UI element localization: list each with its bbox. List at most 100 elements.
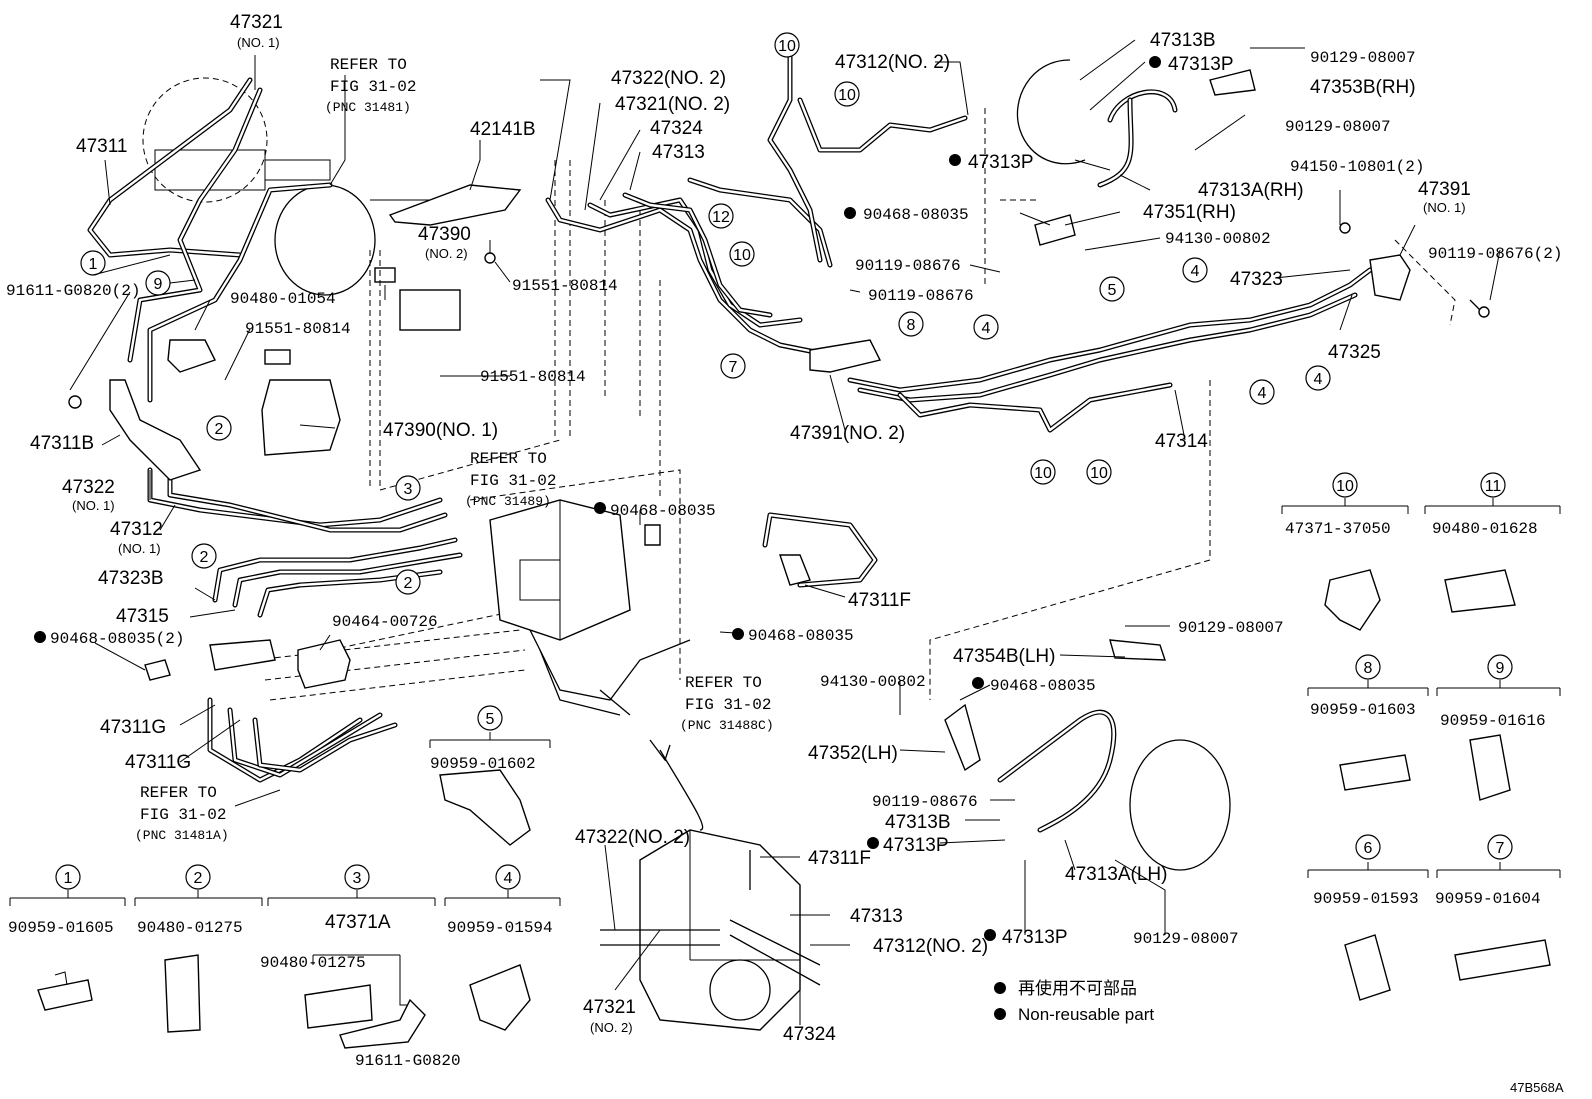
clamp-90480-01054 xyxy=(167,339,216,373)
abs-actuator-center xyxy=(489,499,691,716)
key5-part: 90959-01602 xyxy=(430,755,536,773)
label-47311: 47311 xyxy=(76,136,127,157)
ref4-line1: REFER TO xyxy=(685,674,762,692)
callout-2c: 2 xyxy=(395,569,421,595)
label-47323b: 47323B xyxy=(98,568,164,589)
callout-10d: 10 xyxy=(1030,459,1056,485)
label-47312-no2-bottom: 47312(NO. 2) xyxy=(873,936,988,957)
key11-part: 90480-01628 xyxy=(1432,520,1538,538)
svg-text:10: 10 xyxy=(838,87,856,104)
svg-text:2: 2 xyxy=(194,870,203,887)
key10-part: 47371-37050 xyxy=(1285,520,1391,538)
label-47313a-rh: 47313A(RH) xyxy=(1198,180,1304,201)
label-47313a-lh: 47313A(LH) xyxy=(1065,864,1167,885)
callout-4d: 4 xyxy=(1305,365,1331,391)
label-47321-no1-sub: (NO. 1) xyxy=(237,35,280,50)
right-pipe-run xyxy=(847,267,1373,433)
callout-8: 8 xyxy=(898,311,924,337)
svg-text:12: 12 xyxy=(712,209,730,226)
callout-10a: 10 xyxy=(774,32,800,58)
callout-4c: 4 xyxy=(1249,379,1275,405)
label-47322-no2-top: 47322(NO. 2) xyxy=(611,68,726,89)
label-47391-no1: 47391 xyxy=(1418,179,1471,200)
svg-text:5: 5 xyxy=(1108,282,1117,299)
leader-lines xyxy=(69,39,1501,1025)
svg-text:7: 7 xyxy=(729,359,738,376)
svg-text:3: 3 xyxy=(353,870,362,887)
key2-part: 90480-01275 xyxy=(137,919,243,937)
svg-text:10: 10 xyxy=(1034,465,1052,482)
legend-jp: 再使用不可部品 xyxy=(1018,978,1137,998)
label-94150-10801-2: 94150-10801(2) xyxy=(1290,158,1424,176)
label-90129-08007-b: 90129-08007 xyxy=(1285,118,1391,136)
callout-9: 9 xyxy=(145,270,171,296)
label-47313p-rh-a: 47313P xyxy=(1168,54,1234,75)
switch-47390-no2 xyxy=(374,267,461,331)
bracket-47311b xyxy=(68,379,202,481)
label-47311f-mid: 47311F xyxy=(848,590,911,611)
label-47321-no1: 47321 xyxy=(230,12,283,33)
callout-10b: 10 xyxy=(834,81,860,107)
switch-47390-no1 xyxy=(261,349,341,456)
svg-text:10: 10 xyxy=(1090,465,1108,482)
label-47313p-lh-a: 47313P xyxy=(883,835,949,856)
svg-text:10: 10 xyxy=(733,247,751,264)
callout-12: 12 xyxy=(708,203,734,229)
label-47313-top: 47313 xyxy=(652,142,705,163)
label-47391-no1-sub: (NO. 1) xyxy=(1423,200,1466,215)
key1-part: 90959-01605 xyxy=(8,919,114,937)
diagram-code: 47B568A xyxy=(1510,1080,1564,1095)
svg-text:5: 5 xyxy=(486,711,495,728)
label-47321-no2-top: 47321(NO. 2) xyxy=(615,94,730,115)
ref1-line2: FIG 31-02 xyxy=(330,78,416,96)
svg-text:10: 10 xyxy=(1336,478,1354,495)
part-labels: 47321 (NO. 1) 47311 91611-G0820(2) 90480… xyxy=(6,12,1562,1045)
label-47391-no2: 47391(NO. 2) xyxy=(790,423,905,444)
label-47324-top: 47324 xyxy=(650,118,703,139)
ref4-line3: (PNC 31488C) xyxy=(680,718,774,733)
bracket-47391-no2 xyxy=(809,339,882,373)
svg-text:4: 4 xyxy=(1258,385,1267,402)
label-47313p-lh-b: 47313P xyxy=(1002,927,1068,948)
legend-en: Non-reusable part xyxy=(1018,1005,1154,1024)
callout-7: 7 xyxy=(720,353,746,379)
callout-5: 5 xyxy=(1099,276,1125,302)
label-91551-80814-b: 91551-80814 xyxy=(512,277,618,295)
callout-4b: 4 xyxy=(1182,257,1208,283)
label-47311f-bottom: 47311F xyxy=(808,848,871,869)
callout-numbers: 1 9 2 3 2 2 10 10 10 12 7 8 4 5 4 4 4 10… xyxy=(80,32,1331,595)
ref3-line1: REFER TO xyxy=(140,784,217,802)
clamp-key-bottom: 1 2 3 4 5 xyxy=(9,705,561,1049)
ref3-line2: FIG 31-02 xyxy=(140,806,226,824)
key7-part: 90959-01604 xyxy=(1435,890,1541,908)
bracket-47391-no1 xyxy=(1339,222,1490,318)
label-47313p-rh-b: 47313P xyxy=(968,152,1034,173)
label-47311g-a: 47311G xyxy=(100,717,166,738)
label-90468-08035-a: 90468-08035 xyxy=(863,206,969,224)
clamp-90464-00726 xyxy=(144,639,351,689)
label-47324-bottom: 47324 xyxy=(783,1024,836,1045)
label-47313b-rh: 47313B xyxy=(1150,30,1216,51)
pipe-47311f xyxy=(644,512,878,588)
label-91611-g0820-2: 91611-G0820(2) xyxy=(6,282,140,300)
ref2-line2: FIG 31-02 xyxy=(470,472,556,490)
label-90468-08035-d: 90468-08035 xyxy=(990,677,1096,695)
label-90468-08035-c: 90468-08035 xyxy=(748,627,854,645)
label-90464-00726: 90464-00726 xyxy=(332,613,438,631)
svg-text:7: 7 xyxy=(1496,840,1505,857)
label-47315: 47315 xyxy=(116,606,169,627)
svg-text:8: 8 xyxy=(1364,660,1373,677)
key6-part: 90959-01593 xyxy=(1313,890,1419,908)
callout-10e: 10 xyxy=(1086,459,1112,485)
svg-text:2: 2 xyxy=(404,575,413,592)
label-90119-08676-b: 90119-08676 xyxy=(868,287,974,305)
label-47390-no2: 47390 xyxy=(418,224,471,245)
label-90468-08035-2: 90468-08035(2) xyxy=(50,630,184,648)
label-90129-08007-a: 90129-08007 xyxy=(1310,49,1416,67)
label-47314: 47314 xyxy=(1155,431,1208,452)
label-91551-80814-a: 91551-80814 xyxy=(245,320,351,338)
callout-3: 3 xyxy=(395,475,421,501)
svg-text:2: 2 xyxy=(215,421,224,438)
center-frame xyxy=(254,160,681,701)
callout-2b: 2 xyxy=(191,543,217,569)
